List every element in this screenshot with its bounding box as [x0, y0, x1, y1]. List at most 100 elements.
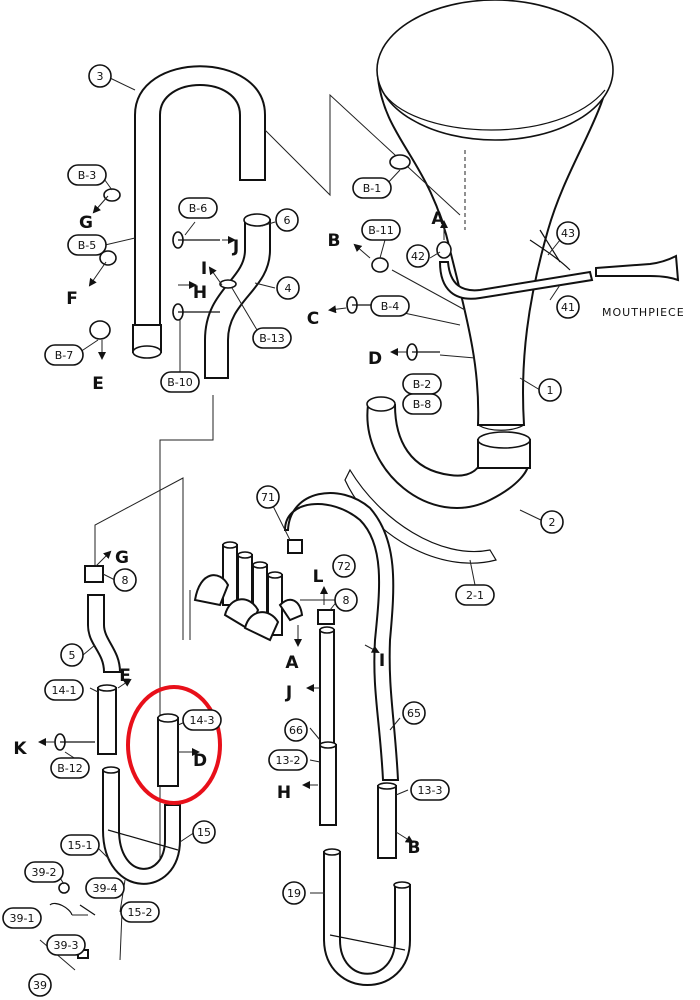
label-circle: [556, 295, 580, 319]
part-label-b-11: B-11: [361, 219, 401, 241]
part-label-2: 2: [540, 510, 564, 534]
part-label-b-8: B-8: [402, 393, 442, 415]
tube-14: [97, 684, 179, 787]
label-circle: [275, 208, 299, 232]
mouthpiece-label: MOUTHPIECE: [602, 306, 685, 319]
part-label-b-1: B-1: [352, 177, 392, 199]
part-label-b-5: B-5: [67, 234, 107, 256]
connection-letter-d: D: [368, 349, 382, 369]
part-label-39-1: 39-1: [2, 907, 42, 929]
tube-3: [132, 65, 266, 359]
part-label-b-6: B-6: [178, 197, 218, 219]
part-number-text: 19: [287, 887, 301, 900]
part-label-65: 65: [402, 701, 426, 725]
part-number-text: B-5: [78, 239, 97, 252]
part-number-text: B-2: [413, 378, 432, 391]
label-pill: [455, 584, 495, 606]
part-label-13-3: 13-3: [410, 779, 450, 801]
part-number-text: 71: [261, 491, 275, 504]
connection-letter-h: H: [277, 783, 291, 803]
part-label-b-4: B-4: [370, 295, 410, 317]
label-pill: [370, 295, 410, 317]
label-circle: [284, 718, 308, 742]
tube-65: [283, 492, 400, 781]
part-label-39: 39: [28, 973, 52, 997]
label-circle: [276, 276, 300, 300]
connection-letter-e: E: [119, 666, 131, 686]
label-pill: [50, 757, 90, 779]
part-label-b-12: B-12: [50, 757, 90, 779]
part-number-text: 5: [69, 649, 76, 662]
label-circle: [538, 378, 562, 402]
part-number-text: 15-1: [68, 839, 93, 852]
part-label-13-2: 13-2: [268, 749, 308, 771]
part-number-text: 65: [407, 707, 421, 720]
part-number-text: 39-3: [54, 939, 79, 952]
label-pill: [44, 679, 84, 701]
part-number-text: B-1: [363, 182, 382, 195]
part-label-39-4: 39-4: [85, 877, 125, 899]
part-number-text: B-10: [167, 376, 193, 389]
part-label-6: 6: [275, 208, 299, 232]
part-number-text: B-11: [368, 224, 394, 237]
label-pill: [410, 779, 450, 801]
connection-letter-d: D: [193, 751, 207, 771]
part-labels: 3B-3B-5B-664B-13B-7B-10B-1B-11424341B-4B…: [2, 64, 580, 997]
part-label-4: 4: [276, 276, 300, 300]
label-pill: [85, 877, 125, 899]
part-number-text: B-3: [78, 169, 97, 182]
label-circle: [334, 588, 358, 612]
connection-letter-b: B: [328, 231, 341, 251]
label-circle: [332, 554, 356, 578]
part-label-3: 3: [88, 64, 112, 88]
tube-4: [204, 213, 271, 379]
part-number-text: 2-1: [466, 589, 484, 602]
label-pill: [361, 219, 401, 241]
part-number-text: B-13: [259, 332, 285, 345]
label-pill: [44, 344, 84, 366]
label-pill: [252, 327, 292, 349]
part-label-39-3: 39-3: [46, 934, 86, 956]
connection-letter-a: A: [431, 209, 445, 229]
label-circle: [88, 64, 112, 88]
part-number-text: 39: [33, 979, 47, 992]
connection-letter-i: I: [379, 651, 385, 671]
label-circle: [282, 881, 306, 905]
mouthpipe-41: [436, 229, 680, 300]
label-pill: [268, 749, 308, 771]
accessory-39: [39, 882, 96, 971]
part-number-text: 15: [197, 826, 211, 839]
label-pill: [24, 861, 64, 883]
connection-letter-c: C: [307, 309, 319, 329]
part-label-1: 1: [538, 378, 562, 402]
part-number-text: 13-3: [418, 784, 443, 797]
part-number-text: 6: [284, 214, 291, 227]
part-label-b-10: B-10: [160, 371, 200, 393]
part-label-19: 19: [282, 881, 306, 905]
part-label-15-2: 15-2: [120, 901, 160, 923]
part-label-5: 5: [60, 643, 84, 667]
part-number-text: 42: [411, 250, 425, 263]
part-label-43: 43: [556, 221, 580, 245]
part-number-text: 39-2: [32, 866, 57, 879]
part-number-text: B-7: [55, 349, 74, 362]
bow-19: [323, 848, 411, 986]
part-number-text: B-8: [413, 398, 432, 411]
connection-letter-j: J: [285, 683, 292, 703]
label-pill: [120, 901, 160, 923]
label-pill: [402, 393, 442, 415]
part-label-14-3: 14-3: [182, 709, 222, 731]
part-number-text: 8: [343, 594, 350, 607]
label-circle: [406, 244, 430, 268]
part-label-66: 66: [284, 718, 308, 742]
connection-letter-g: G: [115, 548, 129, 568]
connection-letter-f: F: [66, 289, 78, 309]
label-pill: [178, 197, 218, 219]
part-number-text: 66: [289, 724, 303, 737]
part-number-text: 3: [97, 70, 104, 83]
part-label-8: 8: [113, 568, 137, 592]
valve-cluster: [189, 541, 340, 642]
part-label-72: 72: [332, 554, 356, 578]
